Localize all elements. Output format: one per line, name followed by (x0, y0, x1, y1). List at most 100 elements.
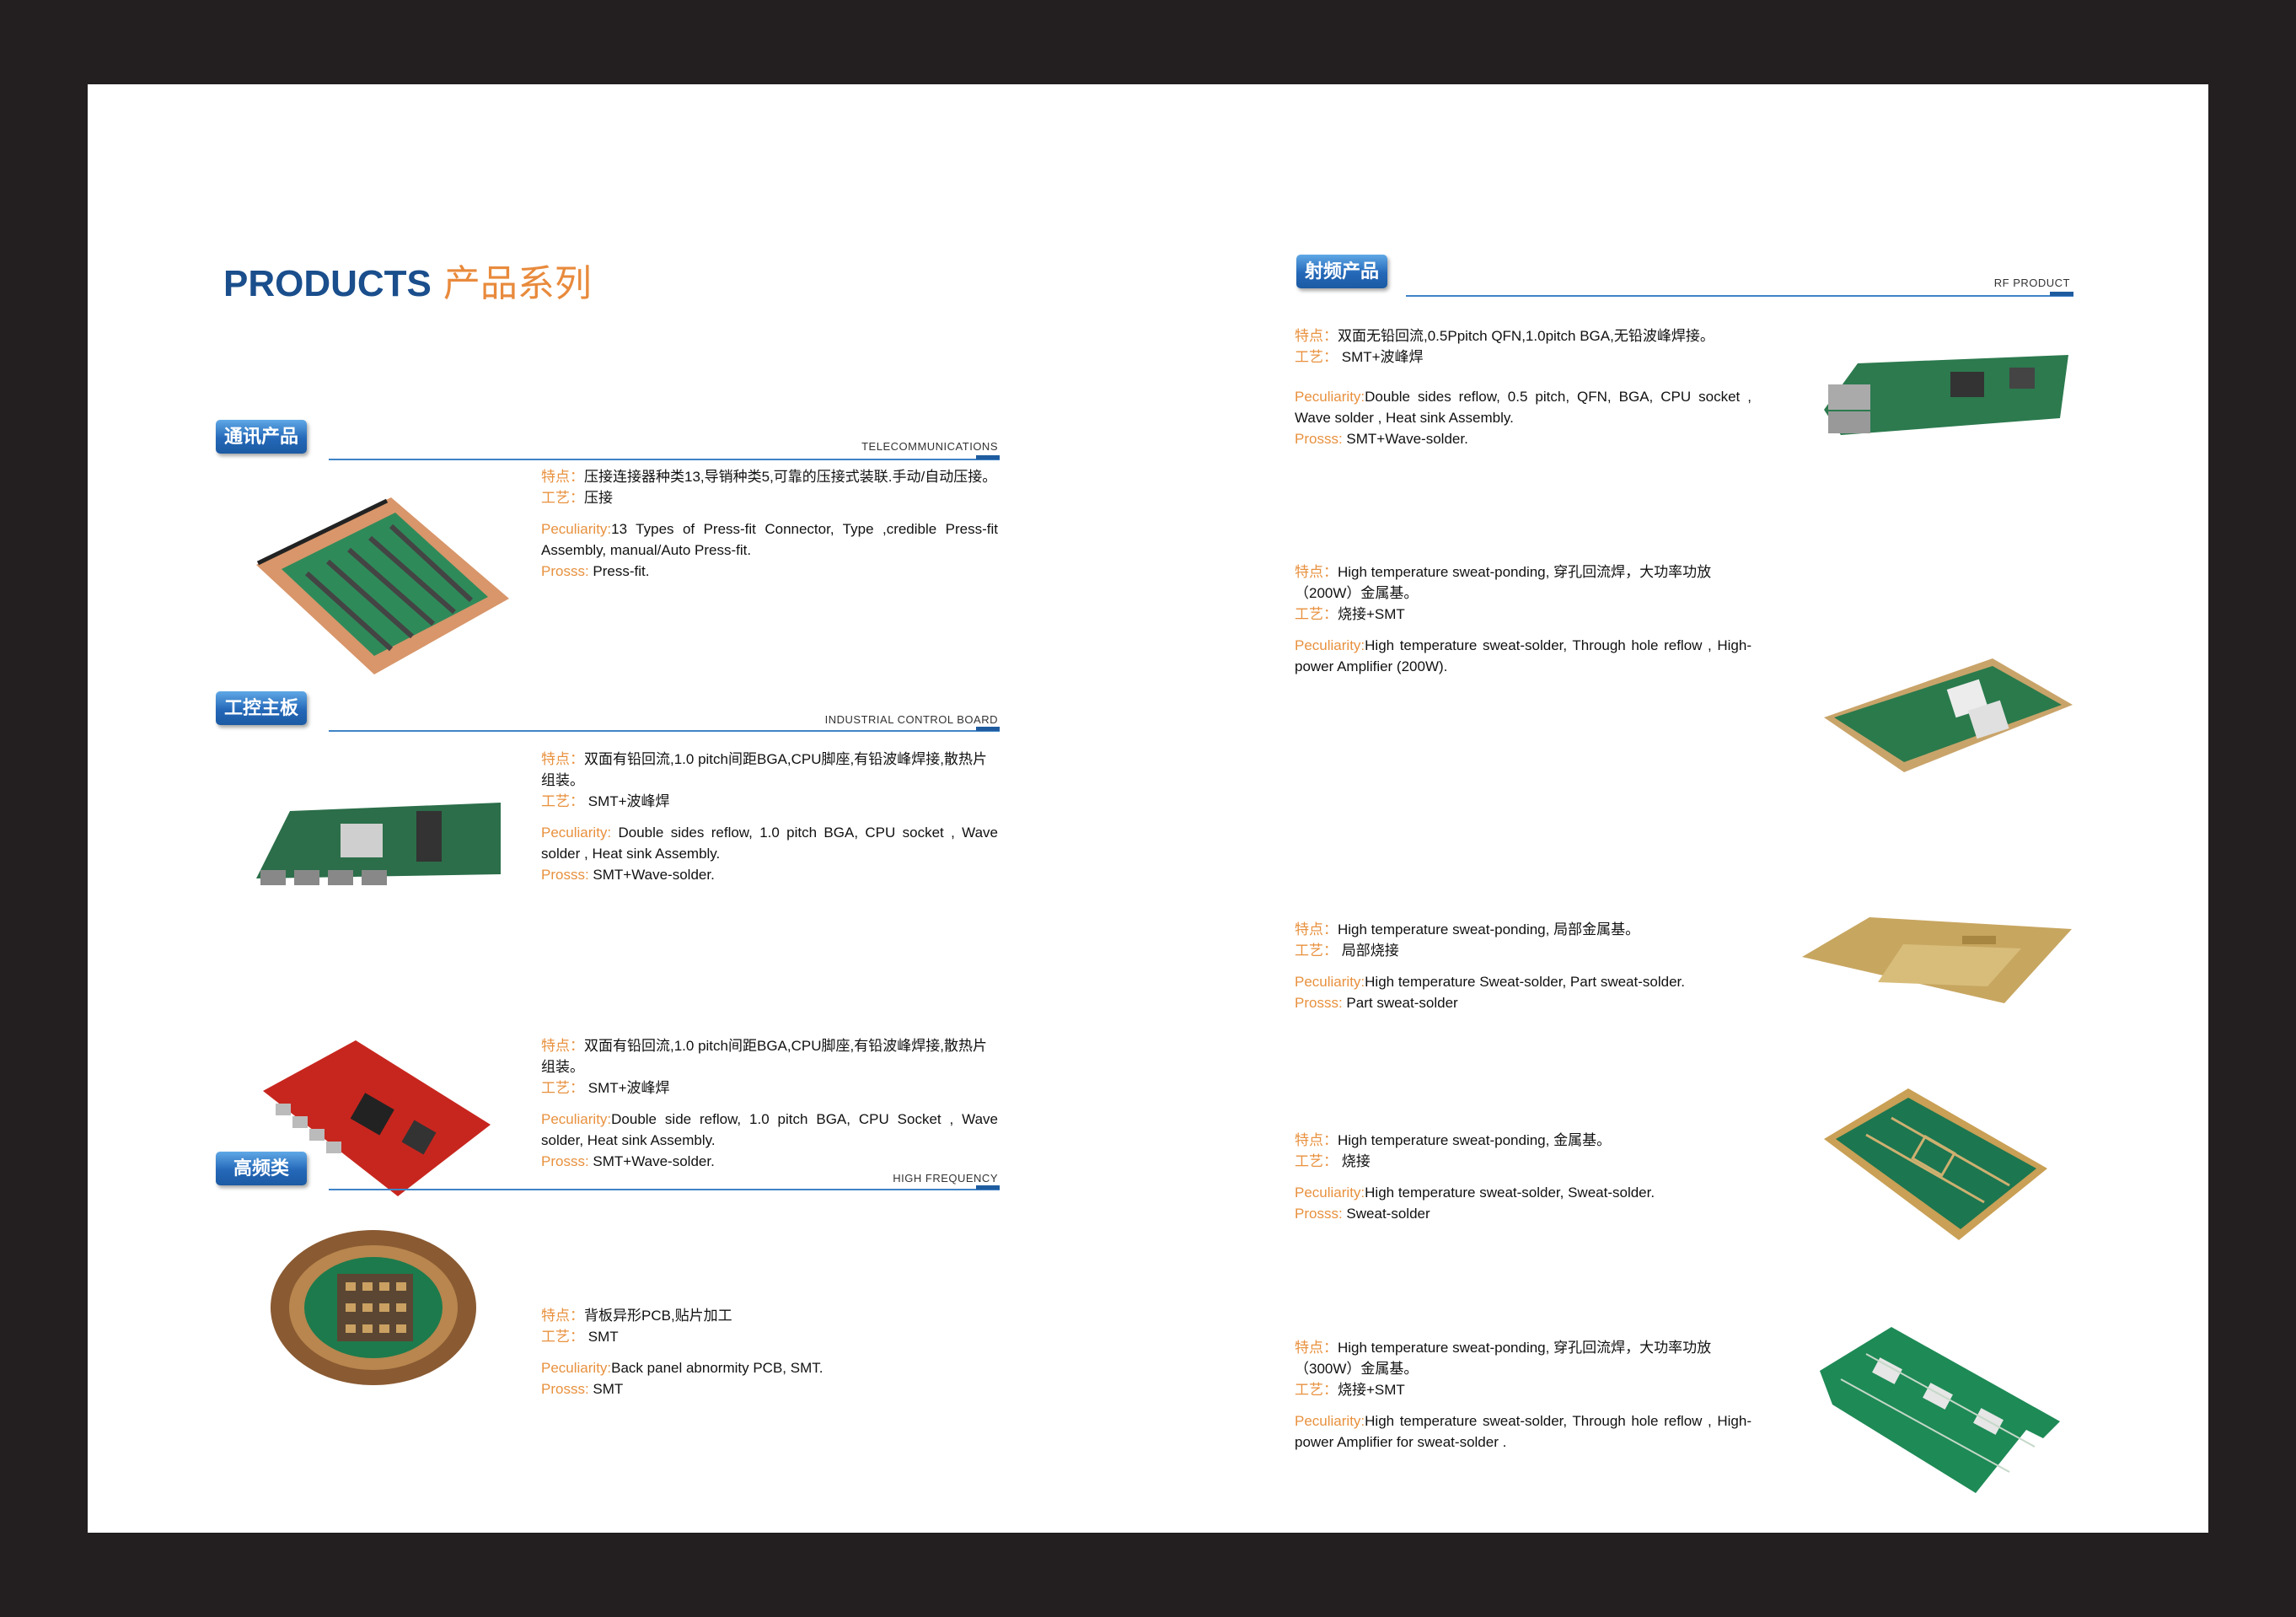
section-divider (329, 1189, 1000, 1190)
feature-text: High temperature sweat-ponding, 穿孔回流焊，大功… (1295, 1340, 1712, 1377)
prosss-text: Press-fit. (593, 563, 650, 579)
peculiarity-text: Back panel abnormity PCB, SMT. (611, 1360, 823, 1376)
section-en-high-frequency: HIGH FREQUENCY (893, 1172, 998, 1185)
feature-text: High temperature sweat-ponding, 穿孔回流焊，大功… (1295, 564, 1712, 601)
process-label: 工艺： (1295, 1382, 1338, 1398)
peculiarity-text: High temperature sweat-solder, Sweat-sol… (1365, 1185, 1655, 1201)
peculiarity-label: Peculiarity: (541, 521, 612, 537)
process-text: SMT+波峰焊 (587, 1080, 670, 1096)
feature-label: 特点： (1295, 921, 1338, 937)
feature-text: 背板异形PCB,贴片加工 (584, 1308, 732, 1324)
page-title-en: PRODUCTS (223, 263, 432, 304)
prosss-text: SMT+Wave-solder. (593, 867, 715, 883)
section-divider (1406, 295, 2073, 297)
section-tick (976, 1185, 1000, 1190)
backplane-round-pcb-image (271, 1230, 476, 1385)
rf-green-board-image (1824, 1088, 2047, 1240)
product-desc-industrial-1: 特点：双面有铅回流,1.0 pitch间距BGA,CPU脚座,有铅波峰焊接,散热… (541, 749, 998, 885)
feature-label: 特点： (1295, 1340, 1338, 1356)
process-label: 工艺： (1295, 349, 1338, 365)
peculiarity-text: High temperature Sweat-solder, Part swea… (1365, 974, 1685, 990)
press-fit-backplane-image (256, 497, 509, 674)
section-tick (976, 727, 1000, 731)
section-badge-telecom: 通讯产品 (216, 420, 307, 454)
product-desc-rf-2: 特点：High temperature sweat-ponding, 穿孔回流焊… (1295, 561, 1752, 677)
section-badge-rf: 射频产品 (1296, 255, 1387, 288)
peculiarity-label: Peculiarity: (541, 825, 612, 841)
process-label: 工艺： (1295, 1153, 1338, 1169)
prosss-label: Prosss: (541, 867, 589, 883)
peculiarity-text: High temperature sweat-solder, Through h… (1295, 637, 1752, 674)
peculiarity-label: Peculiarity: (1295, 974, 1365, 990)
brochure-page: PRODUCTS 产品系列 通讯产品 TELECOMMUNICATIONS 特点：… (88, 84, 2208, 1533)
prosss-text: Sweat-solder (1346, 1206, 1430, 1222)
peculiarity-label: Peculiarity: (541, 1111, 612, 1127)
feature-label: 特点： (541, 751, 584, 767)
product-desc-industrial-2: 特点：双面有铅回流,1.0 pitch间距BGA,CPU脚座,有铅波峰焊接,散热… (541, 1035, 998, 1172)
process-text: SMT+波峰焊 (1341, 349, 1424, 365)
process-text: 局部烧接 (1341, 943, 1399, 959)
process-label: 工艺： (1295, 606, 1338, 622)
page-title-cn: 产品系列 (443, 263, 592, 304)
peculiarity-text: Double sides reflow, 1.0 pitch BGA, CPU … (541, 825, 998, 862)
section-en-rf: RF PRODUCT (1993, 277, 2070, 289)
process-text: SMT+波峰焊 (587, 793, 670, 809)
feature-text: 双面无铅回流,0.5Ppitch QFN,1.0pitch BGA,无铅波峰焊接… (1338, 328, 1714, 344)
prosss-text: Part sweat-solder (1346, 995, 1458, 1011)
prosss-label: Prosss: (1295, 1206, 1343, 1222)
rf-board-image-1 (1824, 355, 2068, 435)
peculiarity-text: Double sides reflow, 0.5 pitch, QFN, BGA… (1295, 389, 1752, 426)
feature-label: 特点： (1295, 328, 1338, 344)
peculiarity-text: High temperature sweat-solder, Through h… (1295, 1413, 1752, 1450)
process-text: 压接 (584, 490, 613, 506)
prosss-label: Prosss: (541, 563, 589, 579)
feature-label: 特点： (1295, 1132, 1338, 1148)
prosss-text: SMT+Wave-solder. (593, 1153, 715, 1169)
process-text: SMT (587, 1329, 619, 1345)
section-badge-industrial: 工控主板 (216, 691, 307, 725)
feature-text: High temperature sweat-ponding, 局部金属基。 (1338, 921, 1640, 937)
product-desc-telecom: 特点：压接连接器种类13,导销种类5,可靠的压接式装联.手动/自动压接。 工艺：… (541, 466, 998, 582)
product-desc-rf-1: 特点：双面无铅回流,0.5Ppitch QFN,1.0pitch BGA,无铅波… (1295, 325, 1843, 368)
section-en-telecom: TELECOMMUNICATIONS (861, 440, 998, 453)
section-divider (329, 459, 1000, 460)
industrial-board-image-2 (263, 1040, 491, 1196)
process-label: 工艺： (541, 793, 584, 809)
section-tick (2050, 292, 2073, 296)
process-label: 工艺： (541, 490, 584, 506)
peculiarity-label: Peculiarity: (1295, 1185, 1365, 1201)
process-label: 工艺： (541, 1329, 584, 1345)
section-badge-high-frequency: 高频类 (216, 1152, 307, 1185)
rf-metal-base-board-image (1802, 917, 2072, 1003)
section-tick (976, 455, 1000, 459)
product-desc-high-frequency: 特点：背板异形PCB,贴片加工 工艺： SMT Peculiarity:Back… (541, 1305, 998, 1399)
feature-label: 特点： (541, 469, 584, 485)
peculiarity-label: Peculiarity: (1295, 1413, 1365, 1429)
prosss-label: Prosss: (541, 1381, 589, 1397)
feature-label: 特点： (541, 1308, 584, 1324)
peculiarity-label: Peculiarity: (1295, 389, 1365, 405)
peculiarity-text: Double side reflow, 1.0 pitch BGA, CPU S… (541, 1111, 998, 1148)
process-text: 烧接 (1341, 1153, 1371, 1169)
page-title: PRODUCTS 产品系列 (223, 253, 592, 307)
process-text: 烧接+SMT (1338, 1382, 1405, 1398)
prosss-label: Prosss: (541, 1153, 589, 1169)
process-text: 烧接+SMT (1338, 606, 1405, 622)
feature-text: 双面有铅回流,1.0 pitch间距BGA,CPU脚座,有铅波峰焊接,散热片组装… (541, 1038, 987, 1075)
section-divider (329, 730, 1000, 732)
feature-text: High temperature sweat-ponding, 金属基。 (1338, 1132, 1612, 1148)
product-desc-rf-3: 特点：High temperature sweat-ponding, 局部金属基… (1295, 919, 1752, 1013)
peculiarity-text: 13 Types of Press-fit Connector, Type ,c… (541, 521, 998, 558)
prosss-text: SMT (593, 1381, 624, 1397)
feature-label: 特点： (541, 1038, 584, 1054)
product-desc-rf-4: 特点：High temperature sweat-ponding, 金属基。 … (1295, 1130, 1752, 1224)
rf-power-amplifier-image-300w (1820, 1327, 2060, 1493)
product-desc-rf-1-en: Peculiarity:Double sides reflow, 0.5 pit… (1295, 386, 1752, 449)
process-label: 工艺： (1295, 943, 1338, 959)
section-en-industrial: INDUSTRIAL CONTROL BOARD (824, 713, 998, 726)
product-desc-rf-5: 特点：High temperature sweat-ponding, 穿孔回流焊… (1295, 1337, 1752, 1453)
prosss-text: SMT+Wave-solder. (1346, 431, 1468, 447)
feature-label: 特点： (1295, 564, 1338, 580)
industrial-board-image-1 (256, 803, 501, 885)
prosss-label: Prosss: (1295, 995, 1343, 1011)
